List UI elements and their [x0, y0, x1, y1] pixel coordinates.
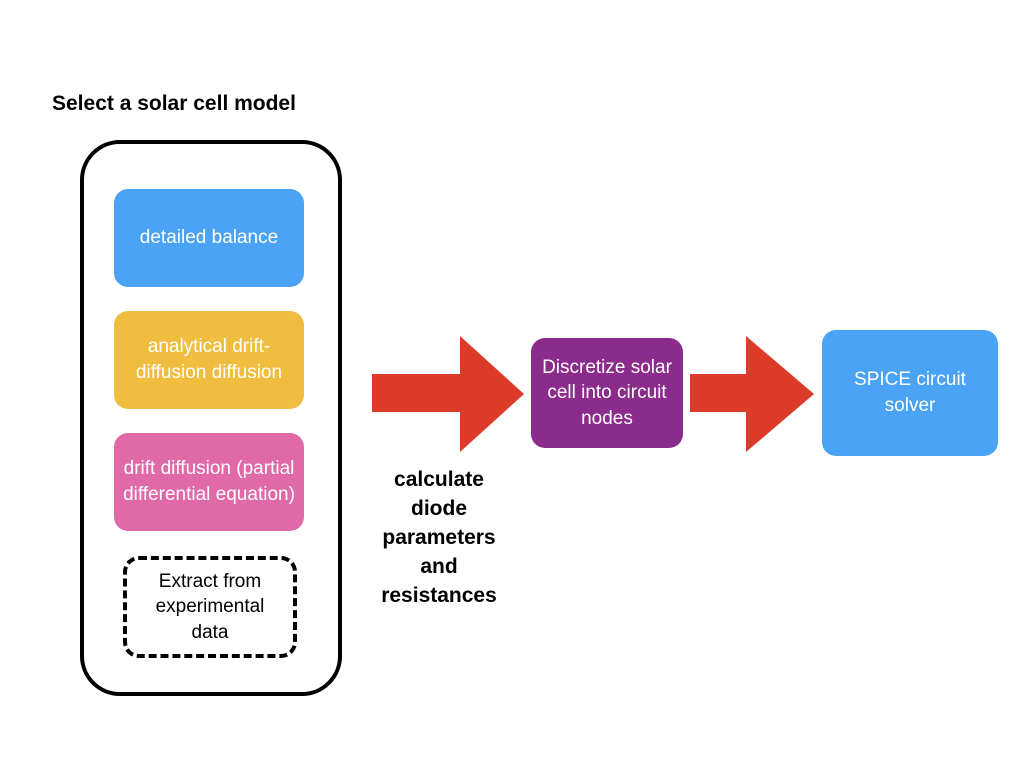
node-extract-experimental: Extract from experimental data: [123, 556, 297, 658]
diagram-title: Select a solar cell model: [52, 92, 296, 115]
node-drift-diffusion-pde: drift diffusion (partial differential eq…: [114, 433, 304, 531]
arrow-to-spice-shape: [690, 336, 814, 452]
node-discretize: Discretize solar cell into circuit nodes: [531, 338, 683, 448]
arrow-to-discretize: [372, 336, 524, 452]
model-selection-group: [80, 140, 342, 696]
edge-label-diode-parameters: calculate diode parameters and resistanc…: [381, 468, 497, 607]
node-spice-solver: SPICE circuit solver: [822, 330, 998, 456]
node-analytical-drift-diffusion: analytical drift-diffusion diffusion: [114, 311, 304, 409]
arrow-to-spice: [690, 336, 814, 452]
arrow-to-discretize-shape: [372, 336, 524, 452]
node-detailed-balance: detailed balance: [114, 189, 304, 287]
